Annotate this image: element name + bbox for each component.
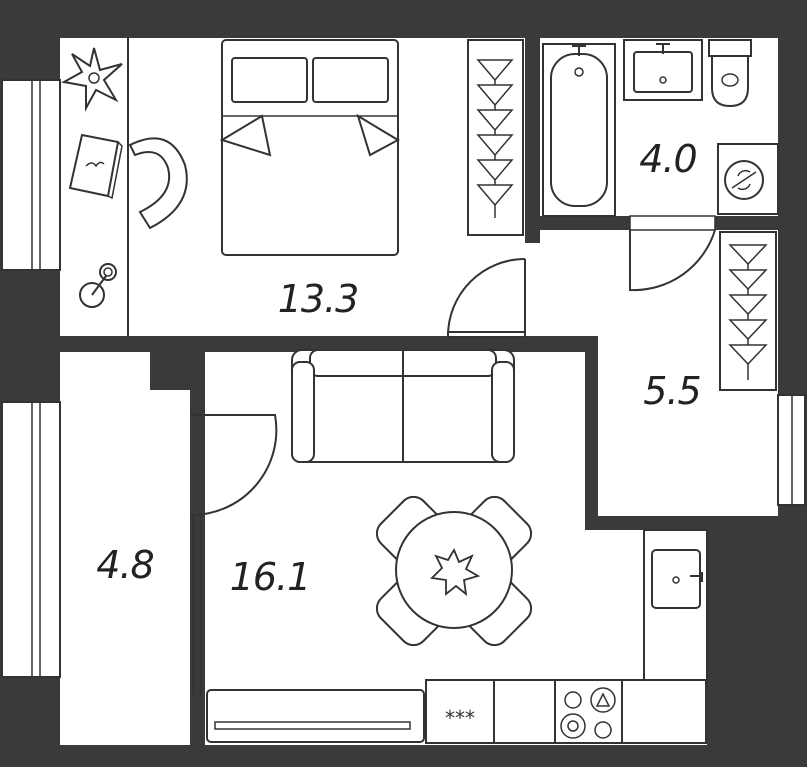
door-balcony bbox=[189, 414, 278, 517]
window-right bbox=[777, 394, 806, 506]
flower-icon bbox=[430, 548, 481, 597]
wardrobe-hallway bbox=[719, 231, 777, 391]
washing-machine-icon bbox=[717, 143, 779, 215]
tv-stand-icon bbox=[206, 689, 425, 743]
toilet-icon bbox=[708, 39, 752, 108]
bedroom-area-label: 13.3 bbox=[278, 277, 359, 321]
door-bathroom bbox=[629, 215, 716, 292]
notebook-icon bbox=[68, 133, 123, 200]
stove-label: *** bbox=[445, 706, 475, 730]
balcony-area-label: 4.8 bbox=[96, 543, 153, 587]
wardrobe-bedroom bbox=[467, 39, 524, 236]
interior-walls bbox=[60, 38, 807, 767]
desk-chair-icon bbox=[127, 137, 188, 230]
hallway-area-label: 5.5 bbox=[643, 369, 700, 413]
bathroom-area-label: 4.0 bbox=[639, 137, 696, 181]
lamp-icon bbox=[79, 263, 117, 308]
kitchen-counter: *** bbox=[425, 679, 707, 744]
kitchen-living-area-label: 16.1 bbox=[230, 555, 311, 599]
window-left-top bbox=[1, 79, 61, 271]
window-left-bottom bbox=[1, 401, 61, 678]
hallway-floor bbox=[525, 230, 778, 516]
door-bedroom bbox=[447, 258, 526, 338]
fridge-column bbox=[643, 529, 708, 681]
sofa-icon bbox=[291, 349, 515, 463]
double-bed-icon bbox=[219, 39, 401, 256]
dining-table-icon bbox=[375, 495, 533, 647]
sink-bathroom-icon bbox=[623, 39, 703, 101]
stove-icon bbox=[560, 687, 616, 739]
balcony-floor bbox=[60, 352, 190, 745]
bathtub-icon bbox=[542, 43, 616, 217]
plant-icon bbox=[61, 47, 123, 112]
